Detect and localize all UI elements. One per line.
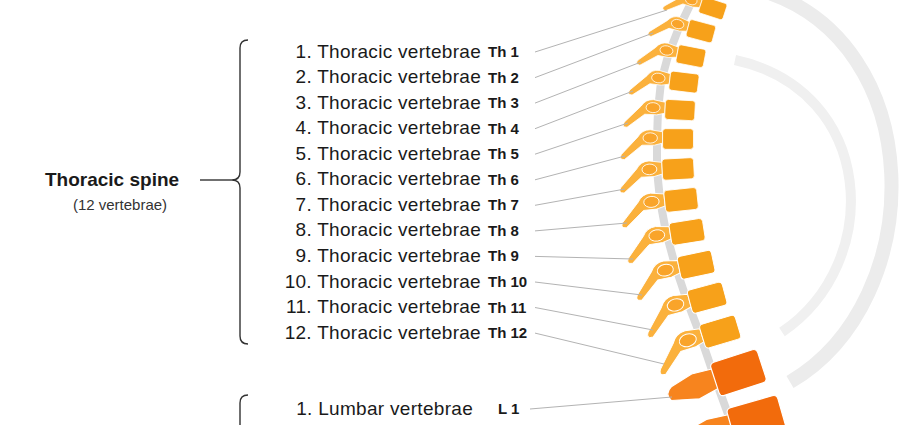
vertebra-name: 1. Thoracic vertebrae xyxy=(296,41,481,64)
vertebra-name: 4. Thoracic vertebrae xyxy=(296,117,481,140)
leader-line xyxy=(535,189,625,205)
leader-line xyxy=(535,282,642,295)
vertebra-code: Th 11 xyxy=(488,299,526,317)
vertebra-code: Th 8 xyxy=(488,222,519,240)
thoracic-vertebra xyxy=(620,129,693,160)
vertebra-name: 6. Thoracic vertebrae xyxy=(296,168,481,191)
vertebra-code: Th 6 xyxy=(488,171,519,189)
thoracic-vertebra xyxy=(636,37,706,77)
bracket-tick xyxy=(200,179,232,180)
vertebra-code: Th 9 xyxy=(488,247,519,265)
vertebra-code: Th 7 xyxy=(488,196,519,214)
leader-lines xyxy=(530,10,672,409)
ribs xyxy=(735,0,892,382)
thoracic-vertebra xyxy=(623,218,708,264)
vertebra-name: 1. Lumbar vertebrae xyxy=(296,398,473,421)
group-count: (12 vertebrae) xyxy=(73,196,167,214)
vertebra-code: Th 1 xyxy=(488,43,519,61)
leader-line xyxy=(535,33,653,78)
vertebra-name: 7. Thoracic vertebrae xyxy=(296,194,481,217)
vertebra-code: Th 4 xyxy=(488,120,519,138)
leader-line xyxy=(535,123,628,154)
thoracic-vertebra xyxy=(623,97,695,131)
vertebra-name: 11. Thoracic vertebrae xyxy=(286,296,481,319)
leader-line xyxy=(535,256,633,259)
leader-line xyxy=(535,10,667,52)
leader-line xyxy=(535,333,664,364)
thoracic-vertebra xyxy=(648,9,717,52)
vertebra-name: 2. Thoracic vertebrae xyxy=(296,66,481,89)
brackets xyxy=(200,40,248,425)
leader-line xyxy=(535,91,633,129)
thoracic-vertebra xyxy=(630,250,718,301)
vertebra-code: Th 12 xyxy=(488,324,527,342)
vertebra-code: Th 5 xyxy=(488,145,519,163)
rib-arc xyxy=(760,0,892,382)
thoracic-vertebra xyxy=(618,158,695,194)
thoracic-vertebra xyxy=(628,66,699,103)
vertebra-name: 10. Thoracic vertebrae xyxy=(285,271,481,294)
vertebra-name: 9. Thoracic vertebrae xyxy=(296,245,481,268)
thoracic-vertebra xyxy=(662,0,727,28)
vertebra-code: Th 2 xyxy=(488,69,519,87)
thoracic-bracket xyxy=(232,40,248,344)
group-label: Thoracic spine xyxy=(45,169,179,192)
leader-line xyxy=(535,308,653,331)
vertebra-name: 8. Thoracic vertebrae xyxy=(296,219,481,242)
thoracic-vertebra xyxy=(650,314,745,375)
vertebra-code: Th 3 xyxy=(488,94,519,112)
lumbar-vertebra xyxy=(663,348,768,412)
leader-line xyxy=(530,397,672,409)
vertebra-code: Th 10 xyxy=(488,273,527,291)
vertebra-name: 5. Thoracic vertebrae xyxy=(296,143,481,166)
rib-arc xyxy=(735,60,851,332)
vertebra-name: 12. Thoracic vertebrae xyxy=(285,322,481,345)
lumbar-bracket xyxy=(240,395,248,425)
vertebra-code: L 1 xyxy=(498,400,519,418)
vertebral-column xyxy=(618,0,787,425)
vertebra-name: 3. Thoracic vertebrae xyxy=(296,92,481,115)
leader-line xyxy=(535,156,625,180)
thoracic-vertebra xyxy=(619,187,700,228)
leader-line xyxy=(535,223,627,231)
leader-line xyxy=(535,62,641,103)
